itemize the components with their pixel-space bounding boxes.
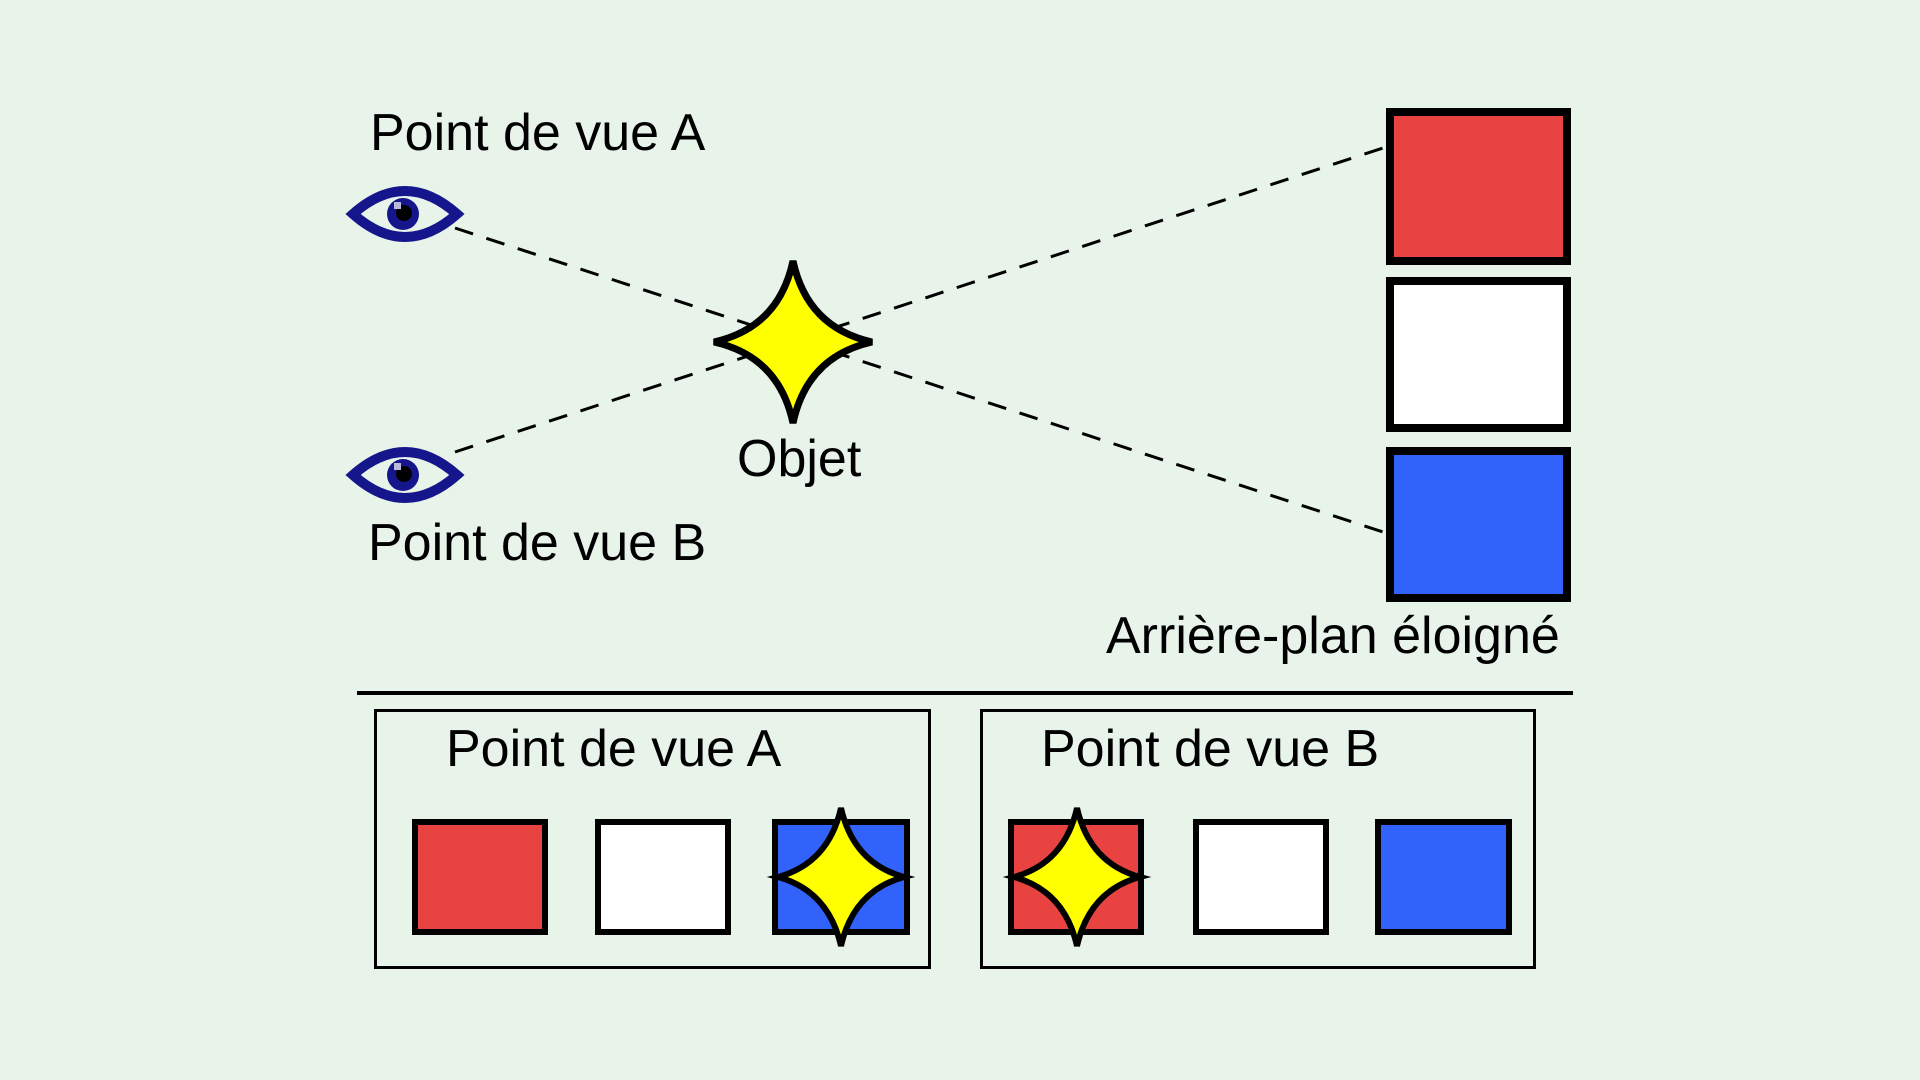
panel-b-square-white (1193, 819, 1329, 935)
far-background-label: Arrière-plan éloigné (1106, 607, 1560, 665)
panel-b-box (980, 709, 1536, 969)
eye-b-outline (345, 447, 465, 503)
panel-a-star-icon (766, 807, 916, 947)
panel-a-square-red (412, 819, 548, 935)
panel-a-title: Point de vue A (446, 720, 782, 778)
bg-square-blue (1386, 447, 1571, 602)
eye-a-icon (345, 186, 465, 242)
panel-b-square-blue (1375, 819, 1512, 935)
viewpoint-a-label: Point de vue A (370, 104, 706, 162)
viewpoint-b-label: Point de vue B (368, 514, 707, 572)
bg-square-white (1386, 277, 1571, 432)
object-star-icon (713, 260, 873, 424)
eye-a-highlight (394, 202, 401, 209)
panel-a-square-white (595, 819, 731, 935)
eye-b-highlight (394, 463, 401, 470)
panel-b-star-icon (1002, 807, 1152, 947)
bg-square-red (1386, 108, 1571, 265)
object-label: Objet (737, 430, 862, 488)
eye-b-icon (345, 447, 465, 503)
panel-b-title: Point de vue B (1041, 720, 1380, 778)
panel-a-box (374, 709, 931, 969)
eye-a-outline (345, 186, 465, 242)
